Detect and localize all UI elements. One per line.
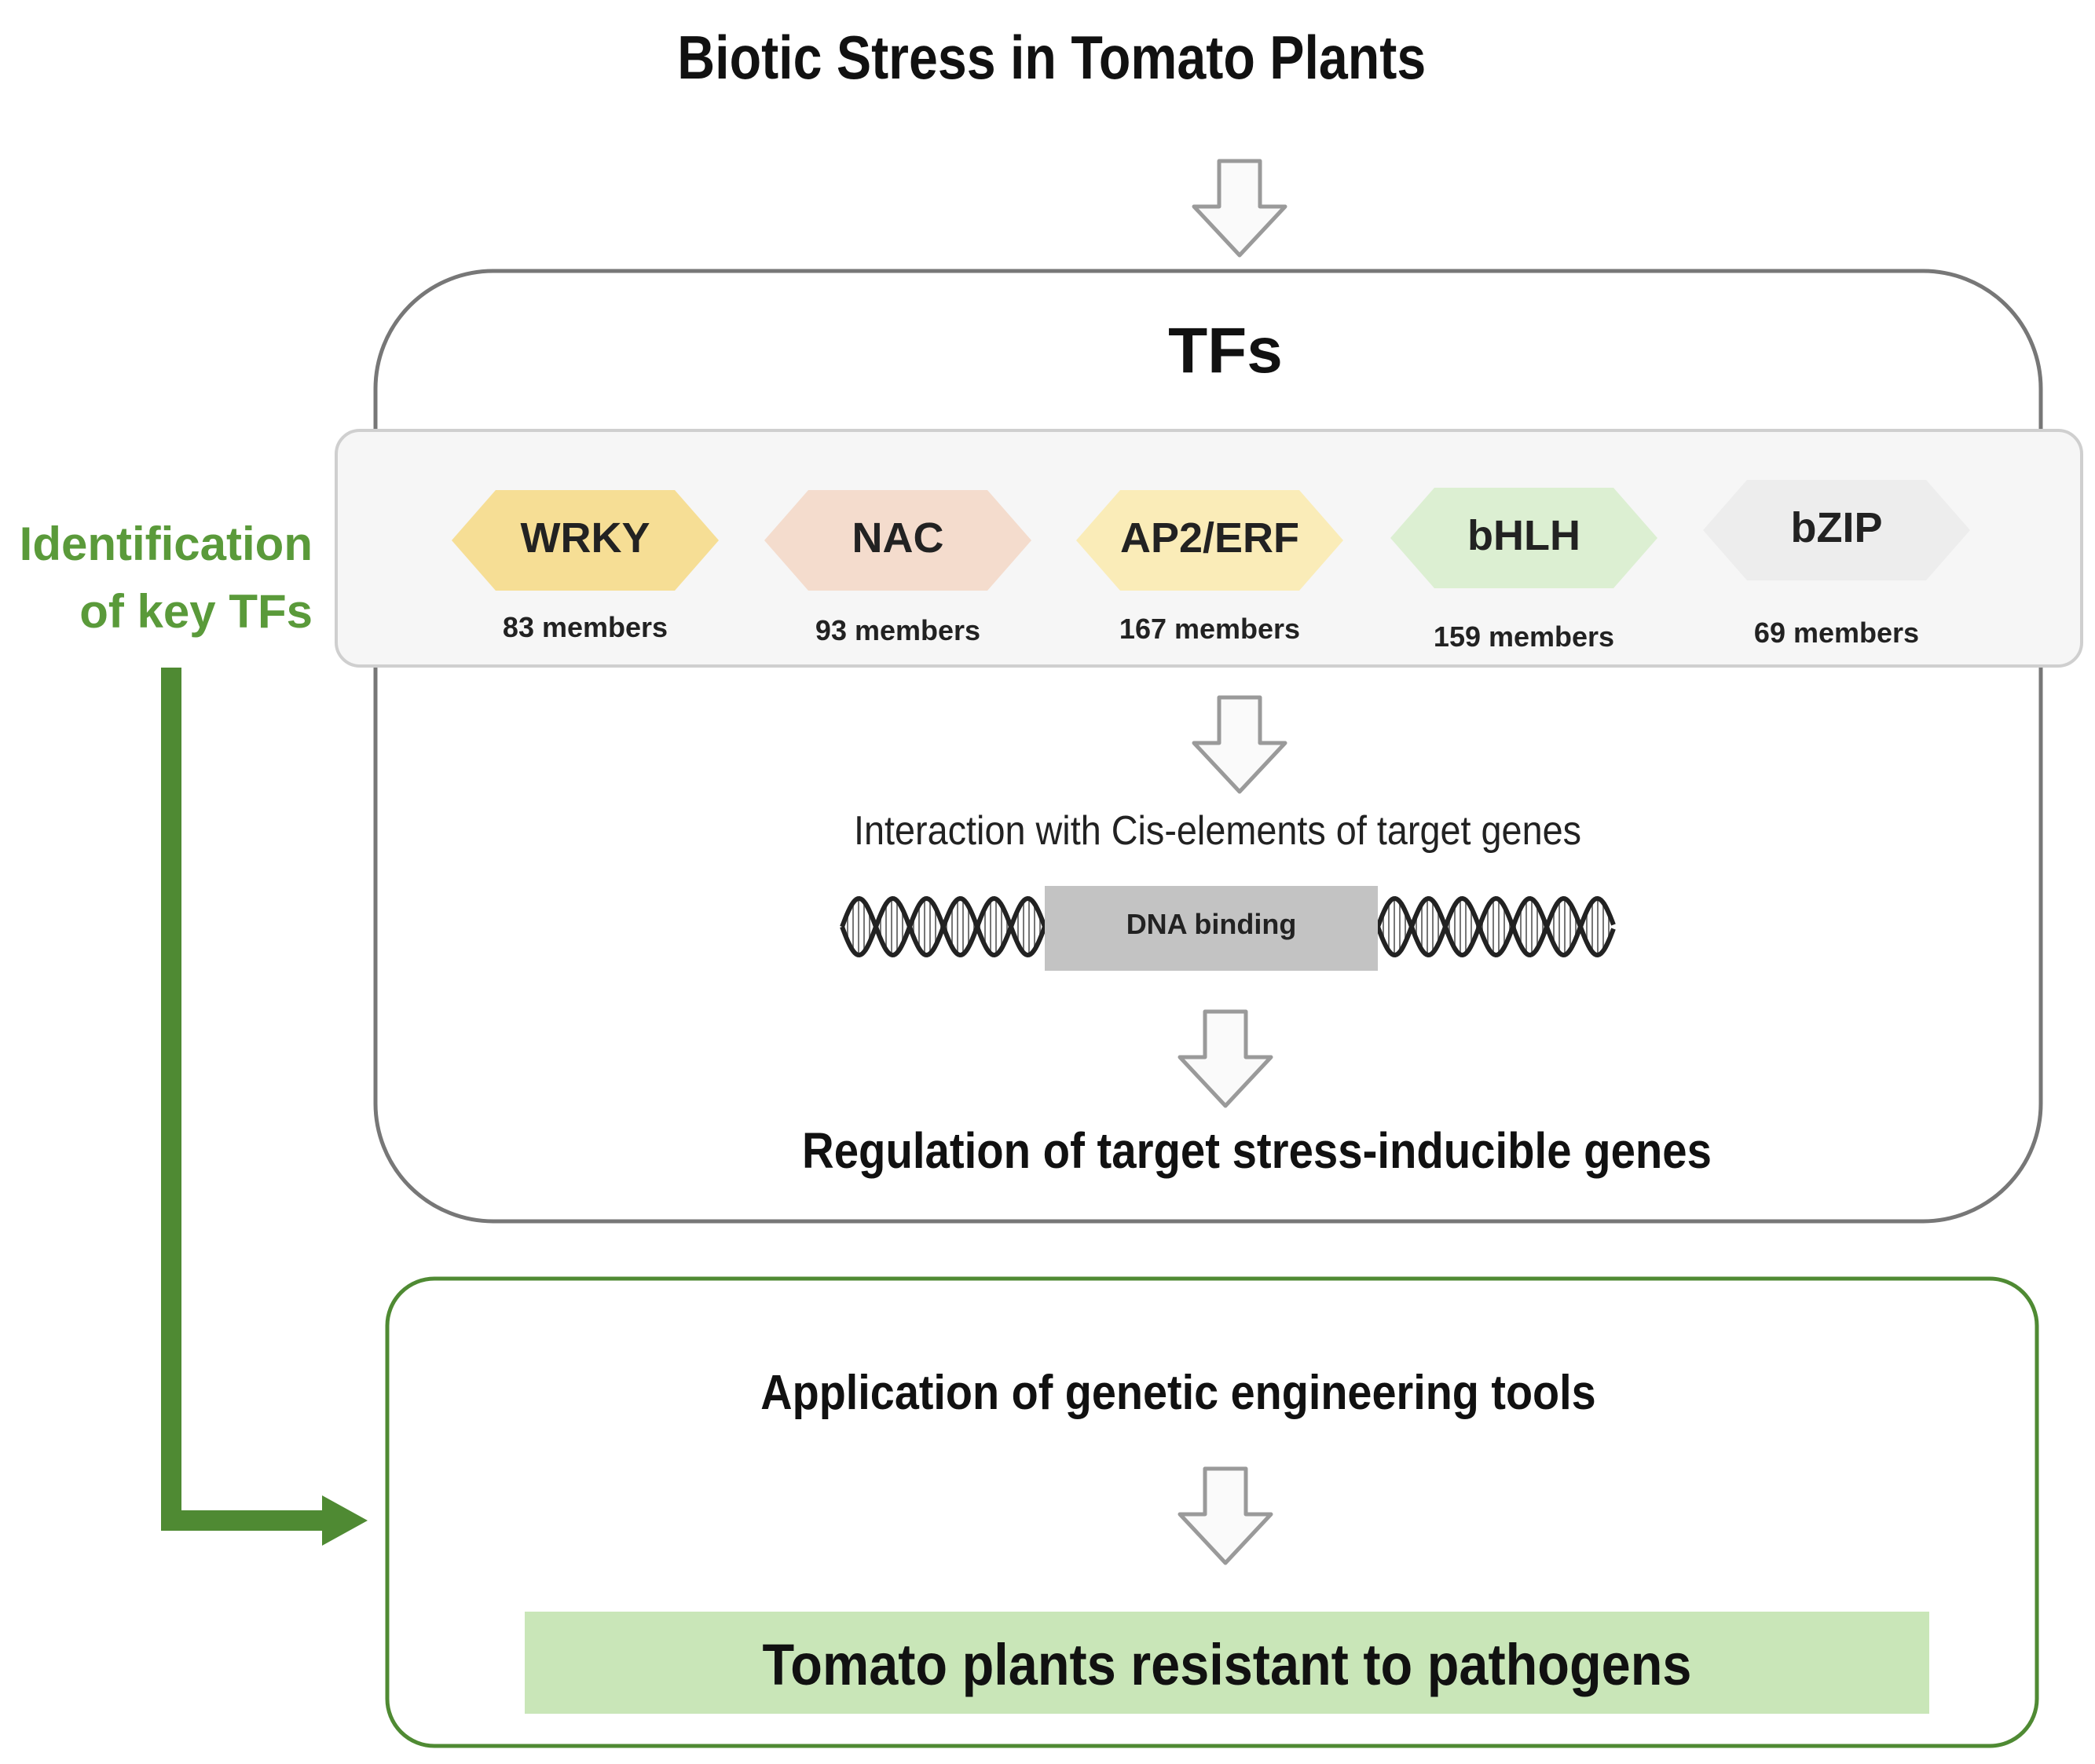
tf-hexagon-nac [764, 490, 1031, 591]
flow-arrows [1178, 159, 1287, 1565]
dna-helix-left [840, 895, 1047, 958]
tf-hexagon-wrky [452, 490, 719, 591]
identification-label-line2: of key TFs [79, 585, 313, 638]
tf-family-member-count: 93 members [815, 614, 981, 646]
tf-family-member-count: 83 members [502, 611, 668, 643]
tf-hexagon-bzip [1703, 480, 1970, 580]
tf-family-member-count: 167 members [1119, 613, 1301, 645]
dna-helix [840, 895, 1616, 958]
diagram-title: Biotic Stress in Tomato Plants [677, 23, 1427, 92]
dna-helix-right [1375, 895, 1616, 958]
tf-family-label: bHLH [1467, 512, 1580, 559]
identification-arrow [161, 668, 368, 1546]
engineering-container [385, 1276, 2039, 1748]
tf-family-label: bZIP [1790, 504, 1883, 551]
identification-label-line1: Identification [19, 518, 313, 570]
result-highlight-box [525, 1612, 1929, 1714]
down-arrow-icon [1178, 1466, 1273, 1565]
tf-hexagon-bhlh [1390, 488, 1657, 588]
down-arrow-icon [1178, 1009, 1273, 1108]
tf-family-shapes [452, 480, 1970, 591]
down-arrow-icon [1192, 159, 1287, 258]
interaction-text: Interaction with Cis-elements of target … [853, 808, 1582, 854]
tfs-title: TFs [1168, 315, 1283, 386]
dna-binding-label: DNA binding [1126, 908, 1297, 940]
tf-family-label: WRKY [520, 514, 650, 562]
result-text: Tomato plants resistant to pathogens [762, 1632, 1692, 1697]
application-text: Application of genetic engineering tools [760, 1366, 1596, 1420]
dna-binding-box [1045, 886, 1378, 971]
regulation-text: Regulation of target stress-inducible ge… [802, 1122, 1712, 1179]
tf-family-member-count: 159 members [1433, 620, 1615, 653]
tf-family-label: NAC [852, 514, 944, 562]
identification-label: Identification of key TFs [0, 511, 313, 646]
tf-hexagon-ap2erf [1076, 490, 1343, 591]
tf-family-member-count: 69 members [1753, 617, 1920, 649]
down-arrow-icon [1192, 695, 1287, 794]
tfs-container [373, 269, 2043, 1224]
tf-family-label: AP2/ERF [1119, 514, 1300, 562]
